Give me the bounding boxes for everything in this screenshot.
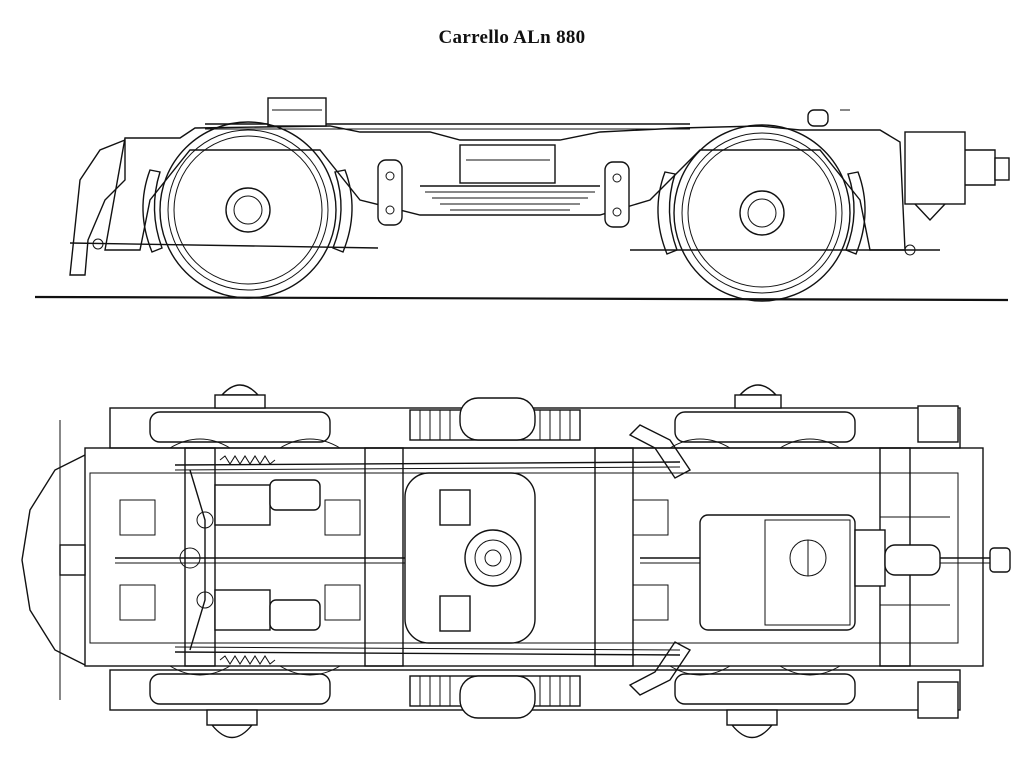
brake-rod-bottom [174,651,681,656]
top-axlebox-left [220,384,260,396]
brake-shoe-left-b [332,169,353,253]
brake-rod-top [174,461,681,466]
side-elevation-view [34,97,1010,302]
cross-member-3 [594,447,634,667]
center-pivot [464,529,522,587]
leaf-spring [420,185,600,211]
bottom-brake-rod [69,242,379,249]
cross-member-2 [364,447,404,667]
bottom-axlebox-left [210,724,254,739]
drawing-title: Carrello ALn 880 [438,27,586,48]
brake-cylinder [904,131,966,205]
top-axlebox-right [738,384,778,396]
bottom-axlebox-right [730,724,774,739]
left-wheel [159,121,337,299]
plan-view [21,384,1011,739]
brake-shoe-right-a [657,171,678,255]
gearbox [699,514,856,631]
brake-shoe-right-b [845,171,866,255]
hanger-left [377,159,403,226]
center-bolster [404,472,536,644]
right-wheel [673,124,851,302]
tension-spring-bottom [219,655,276,665]
bottom-side-rail [109,669,961,711]
brake-shoe-left-a [142,169,163,253]
bolster-box [459,144,556,184]
hanger-right [604,161,630,228]
left-damper [267,97,327,127]
rail-line [34,295,1009,302]
top-side-rail [109,407,961,449]
left-end-bracket [69,138,126,276]
plan-left-end [21,454,86,666]
tension-spring-top [219,455,276,465]
